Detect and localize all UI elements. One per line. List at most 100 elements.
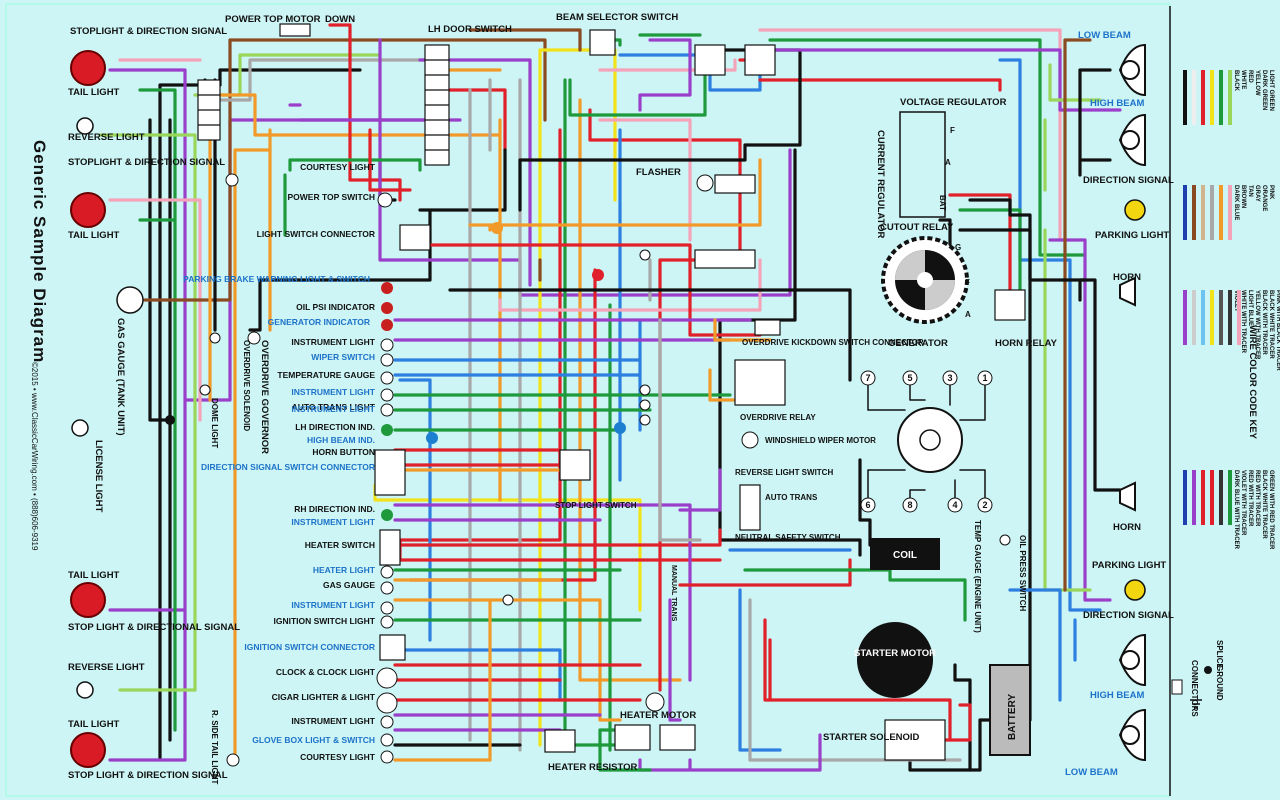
label-license-light: LICENSE LIGHT xyxy=(93,440,104,513)
key-label-col3-1: WHITE WITH TRACER xyxy=(1240,290,1246,354)
label-high-beam-bottom: HIGH BEAM xyxy=(1090,690,1144,701)
key-label-col2-0: DARK BLUE xyxy=(1233,185,1239,220)
key-label-col1-1: WHITE xyxy=(1240,70,1246,89)
battery-icon xyxy=(989,664,1031,756)
stoplight-2-lamp xyxy=(70,192,106,228)
voltage-regulator-box xyxy=(899,111,946,218)
label-tail-light-2: TAIL LIGHT xyxy=(68,230,120,241)
center-label-21: INSTRUMENT LIGHT xyxy=(291,600,375,610)
key-label-col3-5: BLACK WHITE TRACER xyxy=(1268,290,1274,359)
distributor-terminal-labels: 7 5 3 1 6 8 4 2 xyxy=(865,373,987,510)
center-label-23: IGNITION SWITCH CONNECTOR xyxy=(244,642,375,652)
center-label-7: WIPER SWITCH xyxy=(311,352,375,362)
gen-terminal-g: G xyxy=(955,243,961,252)
key-label-col4-2: RED WITH TRACER xyxy=(1247,470,1253,527)
label-high-beam-top: HIGH BEAM xyxy=(1090,98,1144,109)
horn-bottom-icon xyxy=(1119,481,1136,512)
key-label-col2-1: BROWN xyxy=(1240,185,1246,208)
label-lh-door-switch: LH DOOR SWITCH xyxy=(428,24,512,35)
key-label-col2-3: GRAY xyxy=(1254,185,1260,202)
key-symbols: SPLICE GROUND CONNECTORS xyxy=(1171,640,1224,717)
label-voltage-regulator: VOLTAGE REGULATOR xyxy=(900,97,1007,108)
center-label-16: RH DIRECTION IND. xyxy=(294,504,375,514)
center-label-1: POWER TOP SWITCH xyxy=(287,192,375,202)
label-stop-light-directional: STOP LIGHT & DIRECTIONAL SIGNAL xyxy=(68,622,240,633)
label-overdrive-governor: OVERDRIVE GOVERNOR xyxy=(259,340,270,454)
key-label-col2-5: PINK xyxy=(1268,185,1274,200)
label-down: DOWN xyxy=(325,14,355,25)
center-label-5: GENERATOR INDICATOR xyxy=(268,317,370,327)
reverse-light-2-lamp xyxy=(76,681,94,699)
parking-light-top-lamp xyxy=(1124,199,1146,221)
label-flasher: FLASHER xyxy=(636,167,681,178)
label-overdrive-kickdown: OVERDRIVE KICKDOWN SWITCH CONNECTOR xyxy=(742,338,924,347)
label-parking-light-bottom: PARKING LIGHT xyxy=(1092,560,1166,571)
center-label-15: DIRECTION SIGNAL SWITCH CONNECTOR xyxy=(201,462,375,472)
left-lamps xyxy=(70,50,144,768)
generator-icon xyxy=(881,236,969,324)
center-label-6: INSTRUMENT LIGHT xyxy=(291,337,375,347)
center-label-14: HORN BUTTON xyxy=(312,447,375,457)
center-label-24: CLOCK & CLOCK LIGHT xyxy=(276,667,376,677)
center-label-11: INSTRUMENT LIGHT xyxy=(291,404,375,414)
center-label-0: COURTESY LIGHT xyxy=(300,162,376,172)
center-label-12: LH DIRECTION IND. xyxy=(295,422,375,432)
label-cutout-relay: CUTOUT RELAY xyxy=(880,222,954,233)
license-light-lamp xyxy=(71,419,89,437)
dist-terminal-8: 8 xyxy=(907,500,912,510)
key-label-col1-2: RED xyxy=(1247,70,1253,83)
key-label-col3-6: PINK WITH BLACK TRACER xyxy=(1275,290,1280,371)
label-neutral-safety: NEUTRAL SAFETY SWITCH xyxy=(735,533,841,542)
reverse-light-1-lamp xyxy=(76,117,94,135)
label-oil-press-switch: OIL PRESS SWITCH xyxy=(1018,535,1027,612)
label-direction-signal-top: DIRECTION SIGNAL xyxy=(1083,175,1174,186)
label-tail-light-4: TAIL LIGHT xyxy=(68,719,120,730)
color-key-title: WIRE COLOR CODE KEY xyxy=(1247,325,1258,440)
label-beam-selector-switch: BEAM SELECTOR SWITCH xyxy=(556,12,678,23)
connectors-icon xyxy=(1171,679,1183,695)
starter-motor-label: STARTER MOTOR xyxy=(854,648,936,659)
center-label-28: COURTESY LIGHT xyxy=(300,752,376,762)
key-label-col3-0: VIOLET xyxy=(1233,290,1239,312)
connector-blocks xyxy=(197,23,1026,761)
coil-label: COIL xyxy=(893,550,917,561)
label-horn-top: HORN xyxy=(1113,272,1141,283)
center-label-8: TEMPERATURE GAUGE xyxy=(277,370,375,380)
stoplight-top-lamp xyxy=(70,50,106,86)
label-gas-gauge-tank: GAS GAUGE (TANK UNIT) xyxy=(115,318,126,436)
label-overdrive-relay: OVERDRIVE RELAY xyxy=(740,413,816,422)
key-label-col3-2: LIGHT BLUE xyxy=(1247,290,1253,326)
key-label-col1-5: LIGHT GREEN xyxy=(1268,70,1274,111)
dist-terminal-5: 5 xyxy=(907,373,912,383)
gen-terminal-f: F xyxy=(965,278,970,287)
label-direction-signal-bottom: DIRECTION SIGNAL xyxy=(1083,610,1174,621)
label-horn-relay: HORN RELAY xyxy=(995,338,1058,349)
regulator-terminals: F A BAT G F A xyxy=(938,126,971,319)
key-label-col2-4: ORANGE xyxy=(1261,185,1267,211)
gen-terminal-a: A xyxy=(965,310,971,319)
distributor-cap xyxy=(860,370,993,513)
starter-motor-icon xyxy=(857,622,933,698)
key-label-col1-4: DARK GREEN xyxy=(1261,70,1267,110)
label-overdrive-solenoid: OVERDRIVE SOLENOID xyxy=(242,340,251,431)
left-labels: STOPLIGHT & DIRECTION SIGNAL TAIL LIGHT … xyxy=(68,26,240,781)
center-label-19: HEATER LIGHT xyxy=(313,565,376,575)
ground-label: GROUND xyxy=(1215,665,1224,701)
label-manual-trans: MANUAL TRANS xyxy=(670,565,677,622)
label-reverse-light-switch: REVERSE LIGHT SWITCH xyxy=(735,468,833,477)
headlamps xyxy=(1118,43,1146,762)
reg-terminal-f: F xyxy=(950,126,955,135)
dist-terminal-1: 1 xyxy=(982,373,987,383)
key-label-col3-3: YELLOW WITH TRACER xyxy=(1254,290,1260,360)
coil-icon xyxy=(870,538,940,570)
center-label-4: OIL PSI INDICATOR xyxy=(296,302,375,312)
parking-light-bottom-lamp xyxy=(1124,579,1146,601)
right-labels: VOLTAGE REGULATOR CUTOUT RELAY GENERATOR… xyxy=(880,30,1174,778)
center-label-25: CIGAR LIGHTER & LIGHT xyxy=(272,692,376,702)
label-dome-light: DOME LIGHT xyxy=(210,398,219,448)
mid-labels: OVERDRIVE KICKDOWN SWITCH CONNECTOR OVER… xyxy=(548,338,924,773)
key-label-col4-5: GREEN WITH RED TRACER xyxy=(1268,470,1274,550)
